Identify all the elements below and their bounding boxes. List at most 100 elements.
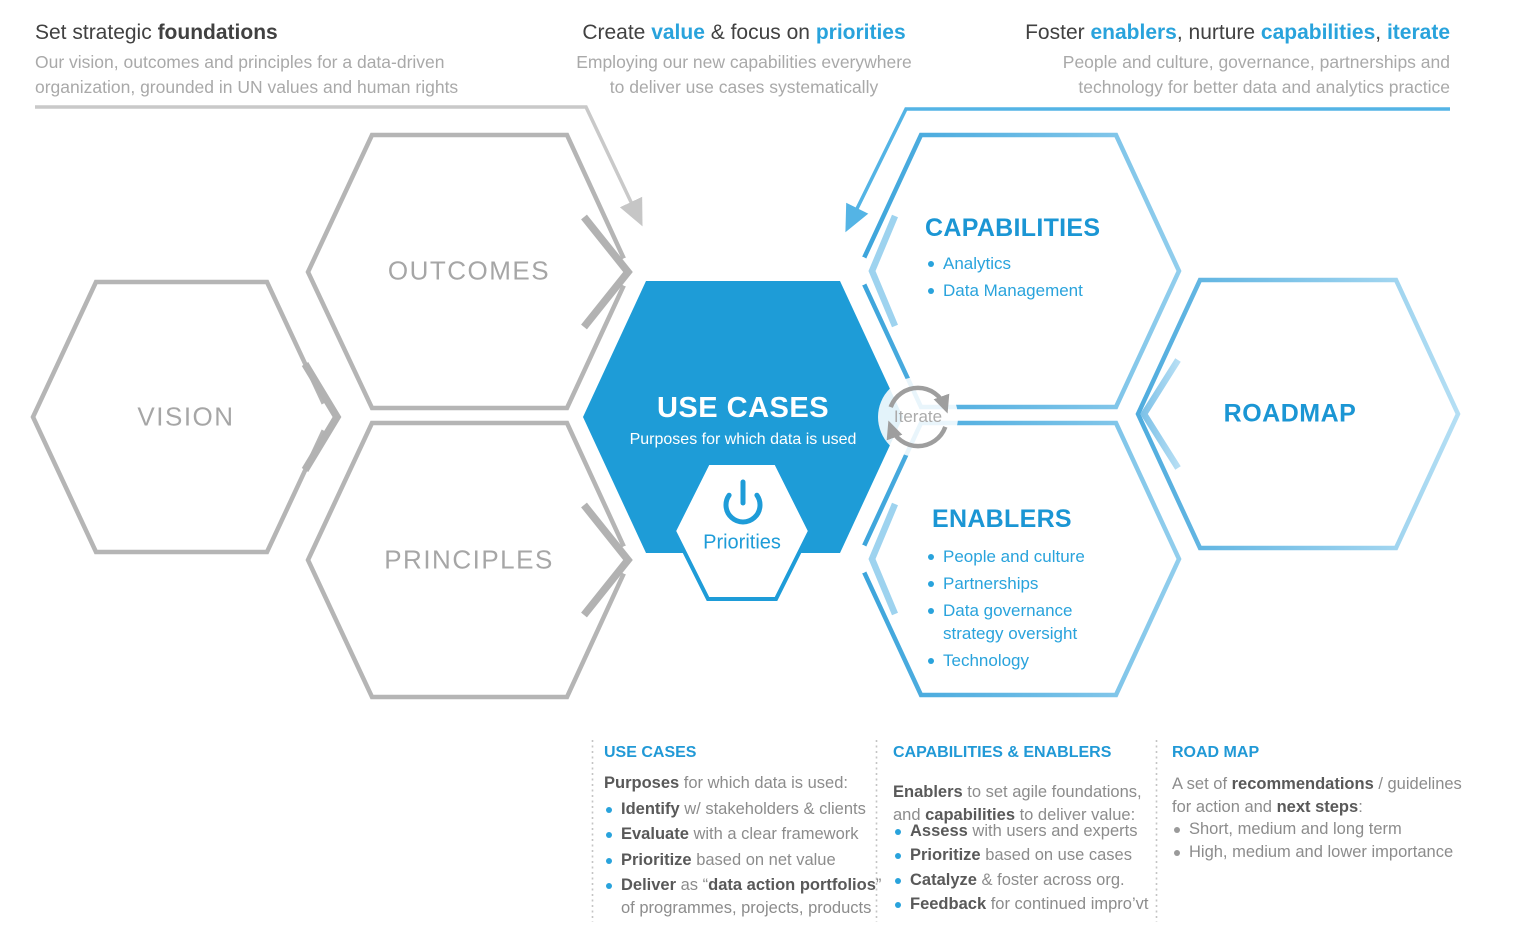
header-text: , nurture [1176, 21, 1261, 44]
footer-roadmap-title: ROAD MAP [1172, 744, 1260, 761]
header-value-subtitle: Employing our new capabilities everywher… [494, 50, 994, 99]
enablers-bullet: Data governance [928, 601, 1072, 621]
footer-bullet: Evaluate with a clear framework [606, 825, 859, 844]
bullet-dot-icon [606, 831, 612, 838]
header-foundations-subtitle: Our vision, outcomes and principles for … [35, 50, 458, 99]
bullet-text: People and culture [943, 547, 1085, 566]
subtitle-line: organization, grounded in UN values and … [35, 76, 459, 97]
bullet-text: Partnerships [943, 574, 1039, 593]
footer-bullet: Prioritize based on use cases [895, 846, 1132, 865]
header-text-bold: value [651, 21, 705, 44]
bullet-dot-icon [928, 581, 934, 587]
use-cases-subtitle: Purposes for which data is used [629, 431, 857, 448]
junction-gap [315, 402, 345, 432]
footer-bullet: High, medium and lower importance [1174, 843, 1453, 862]
enablers-bullet-continuation: strategy oversight [943, 624, 1078, 643]
chevron-left-icon [868, 502, 898, 616]
footer-text: for which data is used: [679, 774, 848, 792]
iterate-label: Iterate [893, 407, 943, 426]
footer-text: with users and experts [967, 822, 1138, 840]
header-text: Foster [1025, 21, 1091, 44]
footer-roadmap-intro: A set of recommendations / guidelines [1172, 775, 1462, 794]
bullet-dot-icon [895, 852, 901, 859]
footer-bullet: Assess with users and experts [895, 822, 1137, 841]
header-text-bold: enablers [1090, 21, 1177, 44]
bullet-dot-icon [928, 658, 934, 664]
header-foundations-title: Set strategic foundations [35, 21, 458, 45]
footer-roadmap-intro: for action and next steps: [1172, 798, 1363, 817]
footer-use-cases-title: USE CASES [604, 744, 697, 761]
footer-text-bold: Assess [910, 822, 968, 840]
subtitle-line: technology for better data and analytics… [1078, 76, 1450, 97]
footer-text: based on net value [691, 851, 836, 869]
bullet-text: Technology [943, 651, 1030, 670]
bullet-dot-icon [1174, 849, 1180, 856]
bullet-dot-icon [606, 857, 612, 864]
footer-capabilities-intro: and capabilities to deliver value: [893, 806, 1135, 825]
footer-capabilities-intro: Enablers to set agile foundations, [893, 783, 1142, 802]
chevron-right-icon [301, 362, 342, 472]
foundations-flow-arrow [35, 105, 643, 227]
junction-gap [843, 256, 873, 286]
chevron-left-icon [1140, 358, 1181, 470]
footer-capabilities-title: CAPABILITIES & ENABLERS [893, 744, 1112, 761]
priorities-hexagon [671, 461, 813, 601]
enablers-bullet: Partnerships [928, 574, 1038, 594]
footer-text-bold: Prioritize [621, 851, 692, 869]
footer-text: and [893, 806, 926, 824]
subtitle-line: to deliver use cases systematically [609, 76, 879, 97]
bullet-dot-icon [1174, 826, 1180, 833]
subtitle-line: People and culture, governance, partners… [1062, 52, 1450, 72]
subtitle-line: Our vision, outcomes and principles for … [35, 52, 445, 72]
outcomes-label: OUTCOMES [387, 255, 551, 286]
bullet-dot-icon [928, 261, 934, 267]
footer-text-bold: Identify [621, 800, 680, 818]
header-foundations: Set strategic foundations Our vision, ou… [35, 21, 458, 99]
footer-text: to set agile foundations, [962, 783, 1142, 801]
bullet-dot-icon [895, 901, 901, 908]
vision-label: VISION [137, 401, 235, 432]
header-text-bold: priorities [815, 21, 906, 44]
footer-text-bold: Purposes [604, 774, 680, 792]
use-cases-hexagon [583, 281, 903, 553]
footer-text-bold: Prioritize [910, 846, 981, 864]
header-value-title: Create value & focus on priorities [494, 21, 994, 45]
footer-bullet: Deliver as “data action portfolios” [606, 876, 881, 895]
chevron-right-icon [581, 214, 633, 330]
bullet-dot-icon [895, 828, 901, 835]
footer-text: / guidelines [1373, 775, 1462, 793]
capabilities-hexagon [855, 132, 1182, 410]
footer-text-bold: next steps [1276, 798, 1359, 816]
footer-bullet: Identify w/ stakeholders & clients [606, 800, 866, 819]
header-text: , [1375, 21, 1387, 44]
footer-text-bold: recommendations [1231, 775, 1374, 793]
iterate-cycle-icon [888, 385, 950, 414]
footer-text: as “ [676, 876, 709, 894]
enablers-bullet: People and culture [928, 547, 1085, 567]
footer-text-bold: Enablers [893, 783, 963, 801]
subtitle-line: Employing our new capabilities everywher… [576, 52, 912, 72]
bullet-text: Data Management [943, 281, 1083, 300]
iterate-cycle-icon [886, 420, 948, 449]
footer-bullet: Prioritize based on net value [606, 851, 836, 870]
footer-text: with a clear framework [688, 825, 859, 843]
enablers-flow-arrow [845, 107, 1450, 233]
header-text-bold: capabilities [1260, 21, 1376, 44]
capabilities-bullet: Data Management [928, 281, 1083, 301]
footer-text: for continued impro’vt [986, 895, 1149, 913]
enablers-bullet: Technology [928, 651, 1029, 671]
header-text-bold: foundations [157, 21, 278, 44]
bullet-text: Analytics [943, 254, 1012, 273]
bullet-dot-icon [928, 554, 934, 560]
footer-text: Short, medium and long term [1189, 820, 1402, 838]
junction-gap [843, 544, 873, 574]
priorities-label: Priorities [703, 531, 781, 554]
footer-text-bold: Catalyze [910, 871, 977, 889]
footer-text: : [1358, 798, 1363, 816]
footer-bullet: Short, medium and long term [1174, 820, 1402, 839]
bullet-dot-icon [928, 288, 934, 294]
bullet-dot-icon [928, 608, 934, 614]
footer-text: for action and [1172, 798, 1277, 816]
